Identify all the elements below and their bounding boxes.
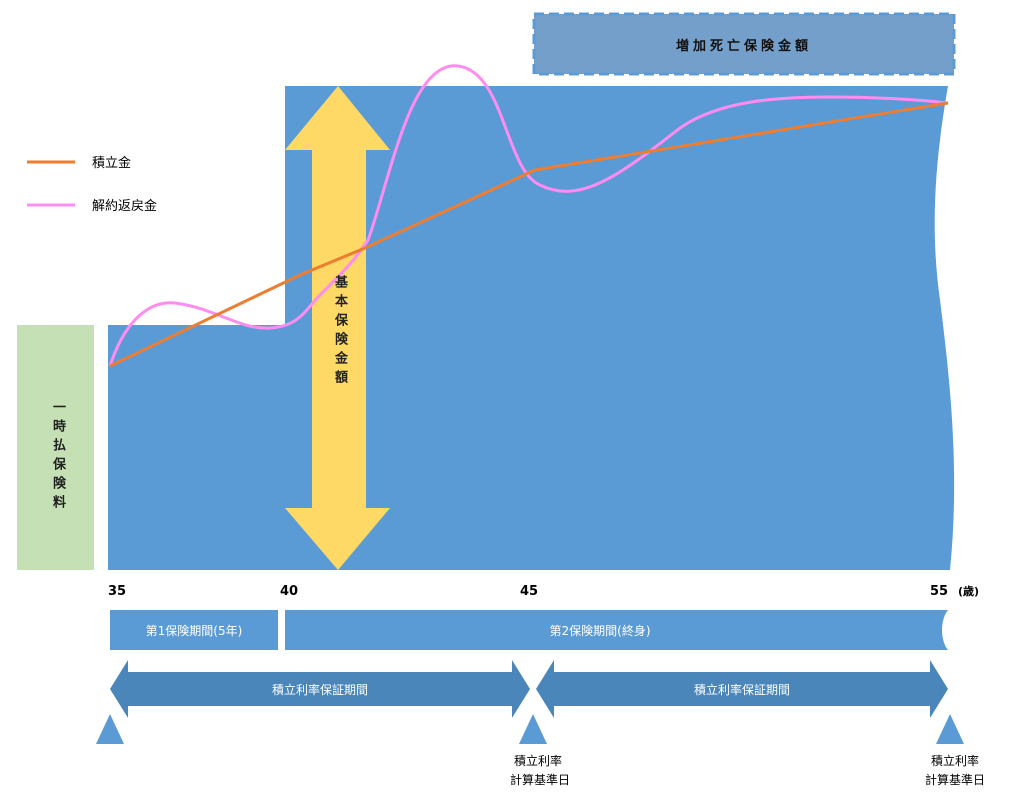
age-55: 55 xyxy=(930,584,948,599)
age-unit: (歳) xyxy=(958,584,979,598)
basic-sum-arrow xyxy=(285,86,390,570)
guarantee-arrow-1 xyxy=(110,660,530,718)
base-date-marker-35 xyxy=(96,714,124,744)
age-40: 40 xyxy=(280,584,298,599)
accumulated-fund-line xyxy=(109,101,949,368)
first-period-label: 第1保険期間(5年) xyxy=(146,624,243,638)
base-date-55-line1: 積立利率 xyxy=(931,753,979,768)
second-period-bar xyxy=(285,610,948,650)
basic-sum-label: 基本保険金額 xyxy=(332,275,347,389)
guarantee-label-1: 積立利率保証期間 xyxy=(272,682,368,697)
first-period-bar xyxy=(110,610,278,650)
single-premium-label: 一時払保険料 xyxy=(50,400,65,514)
single-premium-box xyxy=(17,325,94,570)
base-date-55-line2: 計算基準日 xyxy=(925,772,985,787)
age-35: 35 xyxy=(108,584,126,599)
base-date-marker-45 xyxy=(519,714,547,744)
surrender-value-line xyxy=(108,64,949,367)
added-death-benefit-label: 増加死亡保険金額 xyxy=(676,38,812,54)
second-period-label: 第2保険期間(終身) xyxy=(550,623,651,638)
guarantee-arrow-2 xyxy=(536,660,948,718)
base-date-45-line1: 積立利率 xyxy=(514,753,562,768)
added-death-benefit-box xyxy=(532,12,956,76)
base-date-45-line2: 計算基準日 xyxy=(510,772,570,787)
guarantee-label-2: 積立利率保証期間 xyxy=(694,682,790,697)
main-coverage-area xyxy=(108,86,955,570)
age-45: 45 xyxy=(520,584,538,599)
legend-label-fund: 積立金 xyxy=(92,155,131,171)
legend-label-surrender: 解約返戻金 xyxy=(92,198,157,214)
base-date-marker-55 xyxy=(936,714,964,744)
